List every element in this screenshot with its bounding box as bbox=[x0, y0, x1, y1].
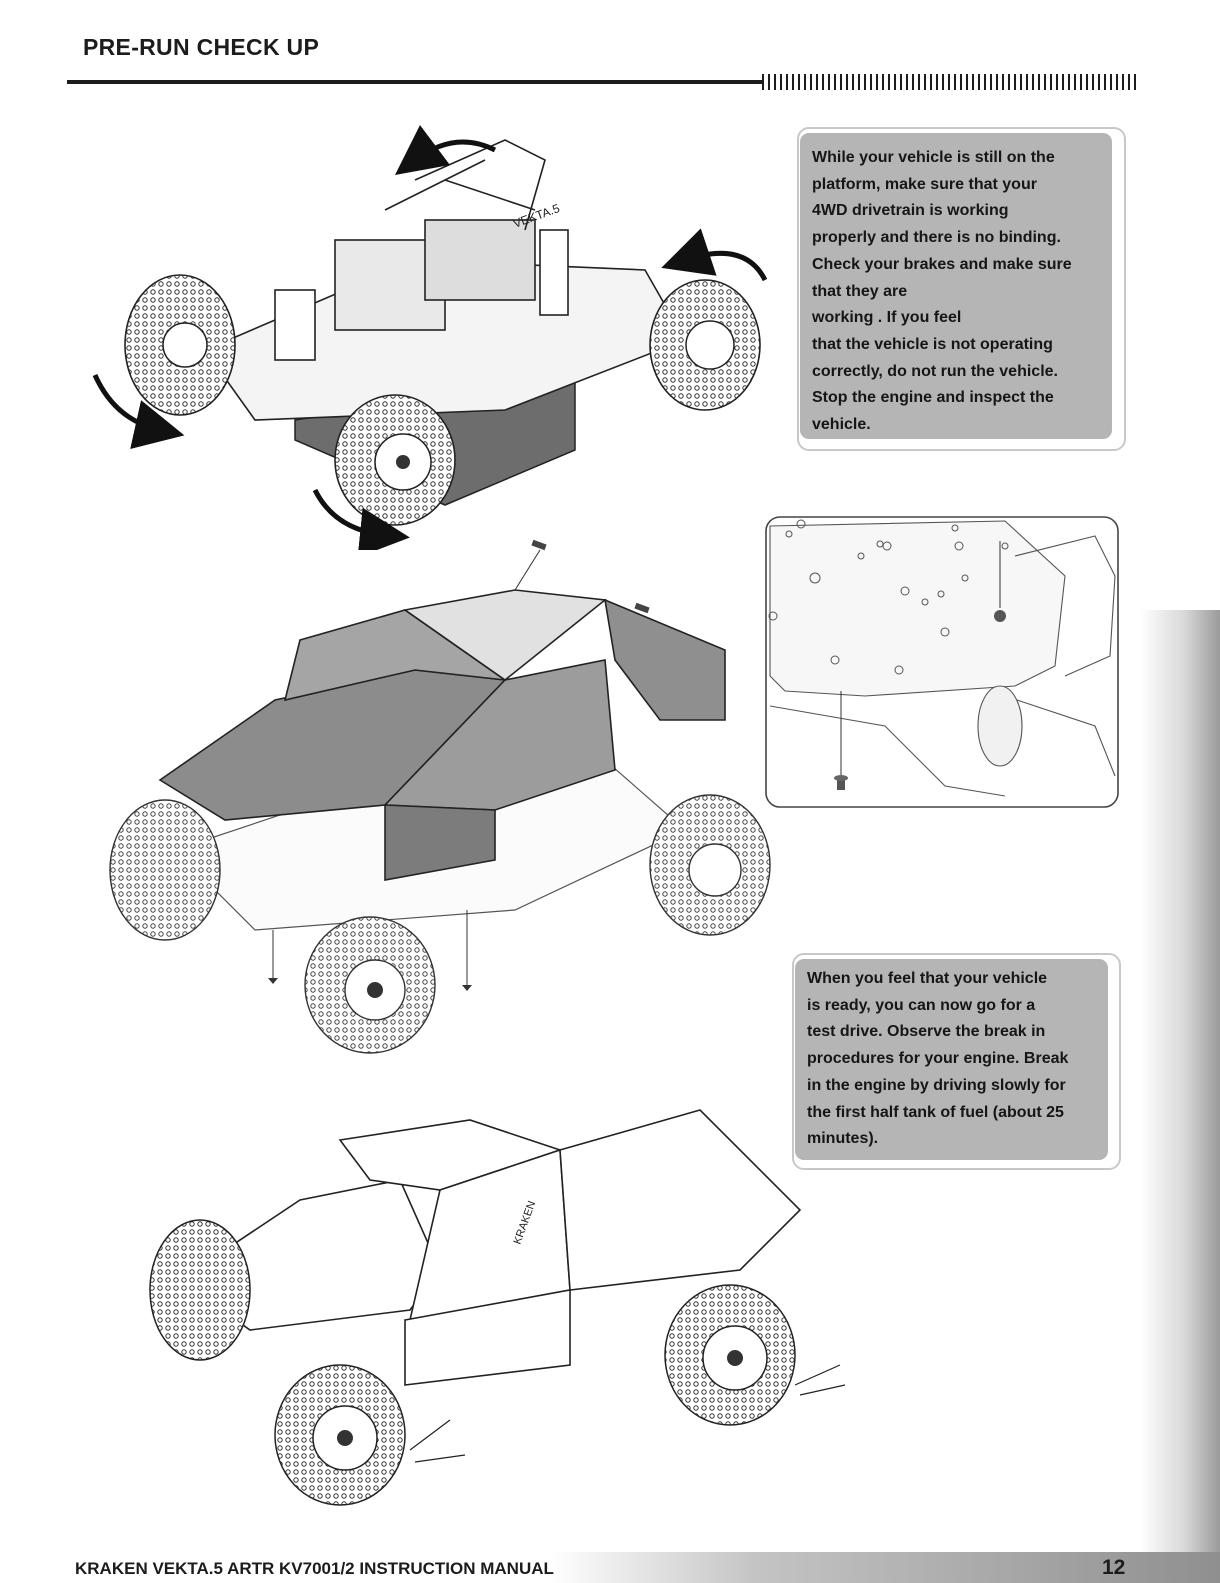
body-screw-icon bbox=[514, 539, 547, 591]
note-test-drive: When you feel that your vehicle is ready… bbox=[795, 959, 1108, 1160]
note-line: the first half tank of fuel (about 25 bbox=[807, 1103, 1064, 1121]
wheel-rear-right bbox=[649, 279, 761, 411]
note-line: properly and there is no binding. bbox=[812, 229, 1061, 247]
note-line: Stop the engine and inspect the bbox=[812, 389, 1054, 407]
detail-screw-icon bbox=[994, 541, 1006, 622]
body-shell bbox=[158, 589, 726, 881]
note-platform-check: While your vehicle is still on the platf… bbox=[800, 133, 1112, 439]
note-line: working . If you feel bbox=[812, 309, 962, 327]
wheel-front-left bbox=[109, 799, 221, 941]
note-line: vehicle. bbox=[812, 416, 871, 434]
note-line: is ready, you can now go for a bbox=[807, 996, 1036, 1014]
screw-detail-closeup bbox=[765, 516, 1119, 808]
body-screw-icon bbox=[268, 930, 278, 984]
rotate-arrow-icon bbox=[312, 488, 410, 550]
body-mounting-illustration bbox=[85, 530, 785, 1060]
plate-holes bbox=[768, 519, 1009, 675]
body-screw-icon bbox=[634, 602, 650, 614]
rotate-arrow-icon bbox=[394, 125, 497, 175]
wheel-front-right bbox=[274, 1364, 406, 1506]
wheel-front-right bbox=[334, 394, 456, 526]
note-line: minutes). bbox=[807, 1130, 879, 1148]
footer-band bbox=[0, 1552, 1220, 1583]
page-title: PRE-RUN CHECK UP bbox=[83, 34, 320, 60]
page-number: 12 bbox=[1102, 1556, 1126, 1579]
side-gradient-bar bbox=[1140, 610, 1220, 1583]
rotate-arrow-icon bbox=[92, 373, 185, 449]
footer-manual-title: KRAKEN VEKTA.5 ARTR KV7001/2 INSTRUCTION… bbox=[75, 1559, 554, 1578]
note-line: procedures for your engine. Break bbox=[807, 1050, 1069, 1068]
chassis-frame: VEKTA.5 bbox=[203, 139, 687, 421]
vehicle-body: KRAKEN bbox=[178, 1109, 802, 1386]
note-line: test drive. Observe the break in bbox=[807, 1023, 1046, 1041]
chassis-plate bbox=[769, 520, 1116, 797]
note-line: Check your brakes and make sure bbox=[812, 255, 1072, 273]
note-line: platform, make sure that your bbox=[812, 175, 1037, 193]
completed-vehicle-illustration: KRAKEN bbox=[140, 1100, 850, 1520]
header-tick-strip bbox=[762, 74, 1140, 90]
wheel-rear-right bbox=[649, 794, 771, 936]
header-rule bbox=[67, 80, 762, 84]
rotate-arrow-icon bbox=[661, 228, 768, 282]
note-line: While your vehicle is still on the bbox=[812, 149, 1055, 166]
note-line: correctly, do not run the vehicle. bbox=[812, 362, 1058, 380]
wheel-front-left bbox=[124, 274, 236, 416]
note-line: that they are bbox=[812, 282, 908, 300]
chassis-on-stand-illustration: VEKTA.5 bbox=[85, 120, 785, 550]
motion-lines-icon bbox=[409, 1364, 846, 1463]
note-line: When you feel that your vehicle bbox=[807, 970, 1048, 987]
note-line: that the vehicle is not operating bbox=[812, 335, 1053, 353]
note-line: 4WD drivetrain is working bbox=[812, 202, 1009, 220]
wheel-rear-right bbox=[664, 1284, 796, 1426]
detail-screw-icon bbox=[834, 691, 848, 790]
body-screw-icon bbox=[462, 910, 472, 991]
note-line: in the engine by driving slowly for bbox=[807, 1076, 1066, 1094]
wheel-front-right bbox=[304, 916, 436, 1054]
wheel-front-left bbox=[149, 1219, 251, 1361]
